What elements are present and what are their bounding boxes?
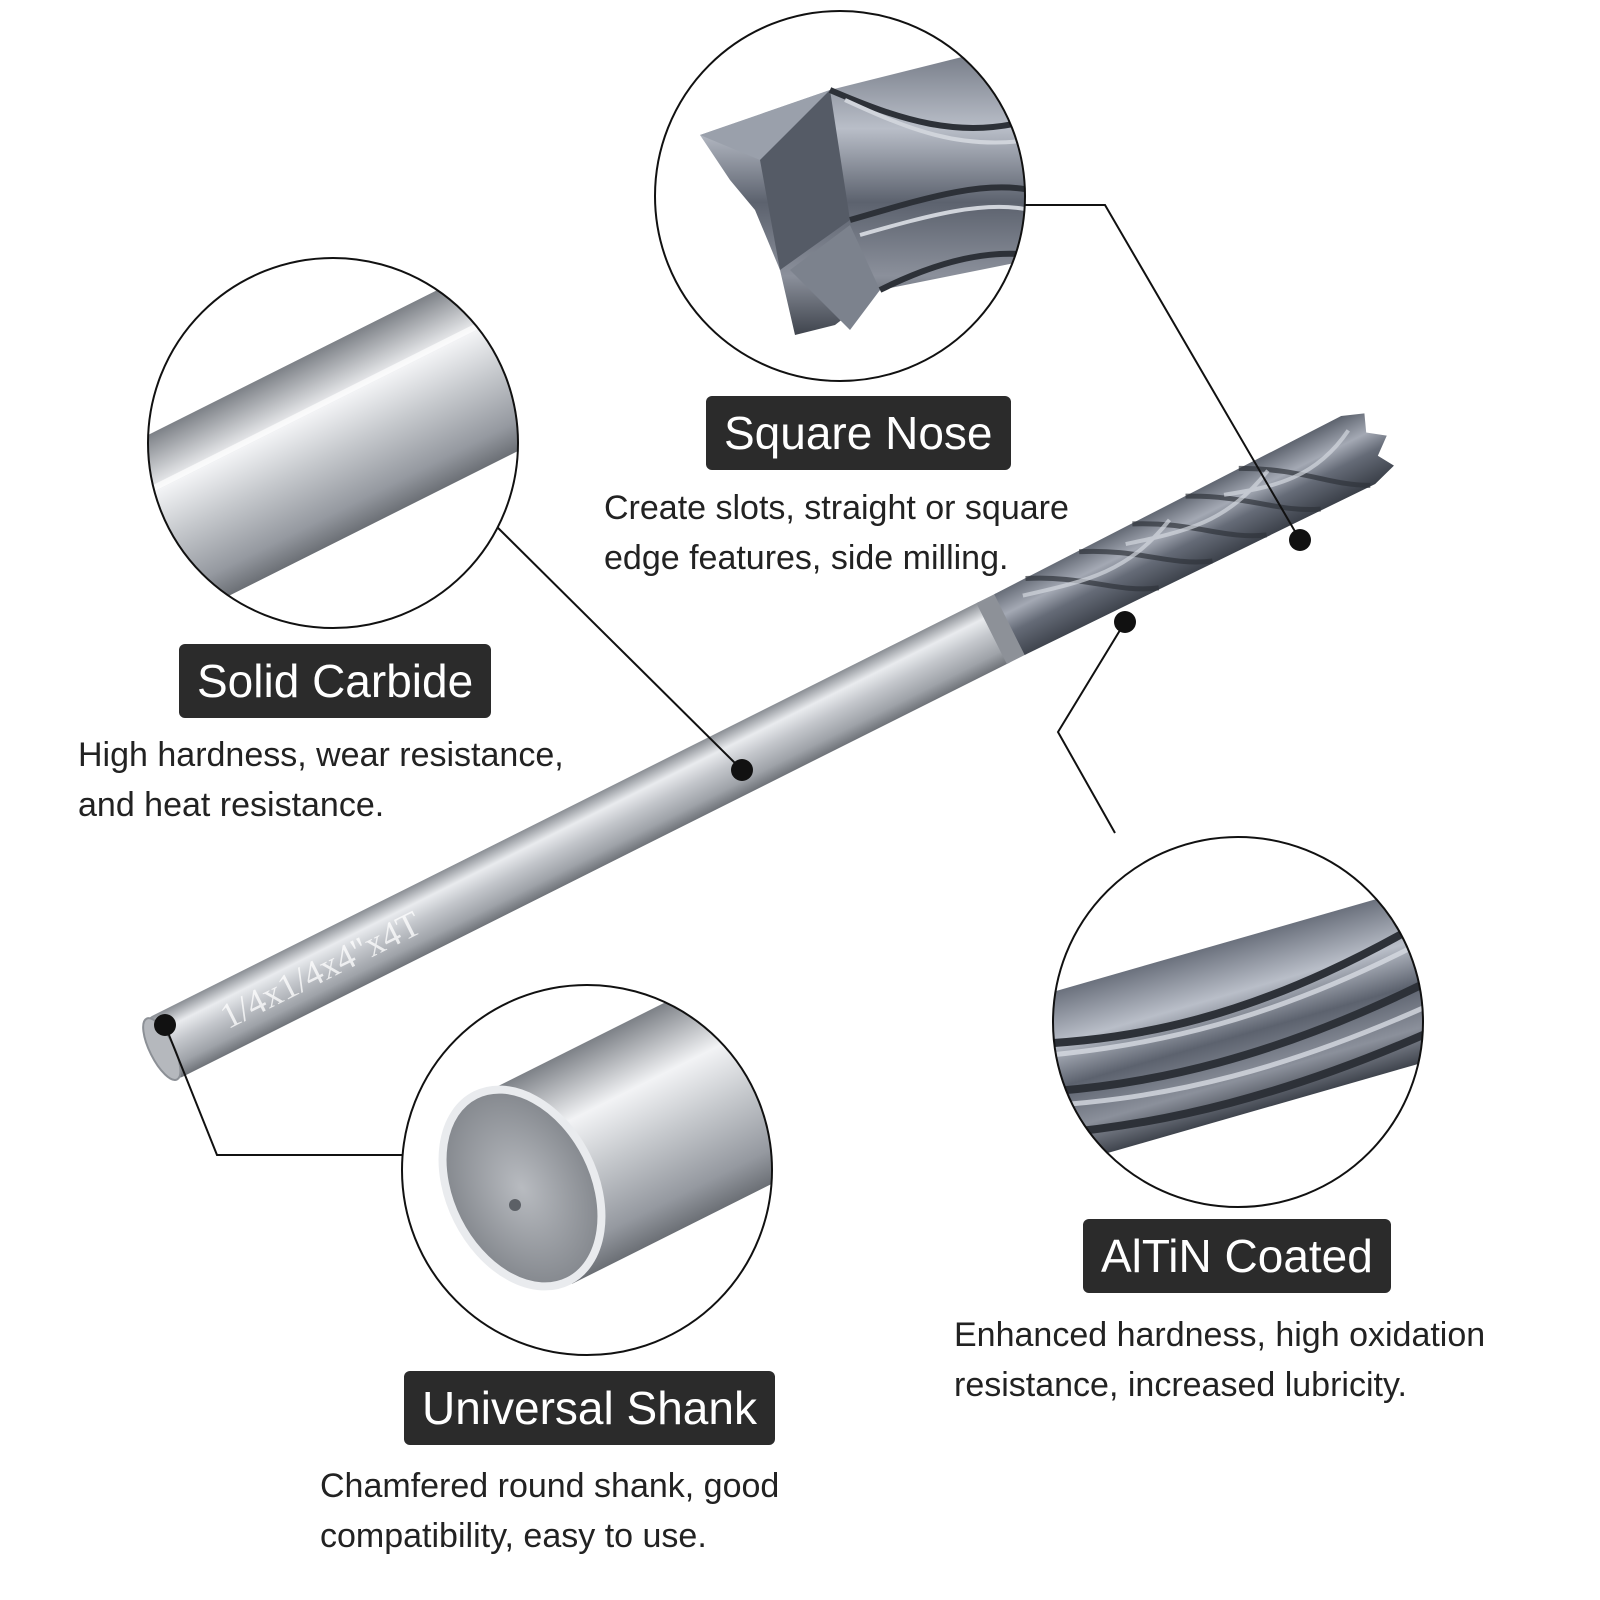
- universal-shank-description-line-2: compatibility, easy to use.: [320, 1517, 707, 1555]
- solid-carbide-title: Solid Carbide: [179, 644, 492, 718]
- universal-shank-title: Universal Shank: [404, 1371, 775, 1445]
- tool-shank: [147, 601, 1013, 1078]
- universal-shank-connector: [164, 1024, 402, 1156]
- universal-shank-dot: [154, 1014, 176, 1036]
- altin-coated-description-line-1: Enhanced hardness, high oxidation: [954, 1316, 1486, 1354]
- solid-carbide-connector: [484, 514, 743, 771]
- tool-neck: [976, 593, 1027, 664]
- square-nose-description-line-2: edge features, side milling.: [604, 539, 1009, 577]
- callout-dots: [154, 529, 1311, 1036]
- altin-coated-zoom-image: [1052, 836, 1424, 1208]
- square-nose-title: Square Nose: [706, 396, 1011, 470]
- altin-coated-title: AlTiN Coated: [1083, 1219, 1391, 1293]
- square-nose-description-line-1: Create slots, straight or square: [604, 489, 1069, 527]
- square-nose-zoom-image: [654, 10, 1026, 382]
- solid-carbide-description-line-1: High hardness, wear resistance,: [78, 736, 564, 774]
- square-nose-dot: [1289, 529, 1311, 551]
- solid-carbide-zoom-image: [147, 257, 519, 629]
- solid-carbide-description-line-2: and heat resistance.: [78, 786, 385, 824]
- universal-shank-zoom-image: [401, 984, 773, 1356]
- square-nose-connector: [1006, 204, 1301, 541]
- solid-carbide-dot: [731, 759, 753, 781]
- universal-shank-description-line-1: Chamfered round shank, good: [320, 1467, 780, 1505]
- callout-lines: [164, 204, 1301, 1156]
- altin-coated-dot: [1114, 611, 1136, 633]
- altin-coated-description-line-2: resistance, increased lubricity.: [954, 1366, 1407, 1404]
- altin-coated-connector: [1056, 621, 1126, 834]
